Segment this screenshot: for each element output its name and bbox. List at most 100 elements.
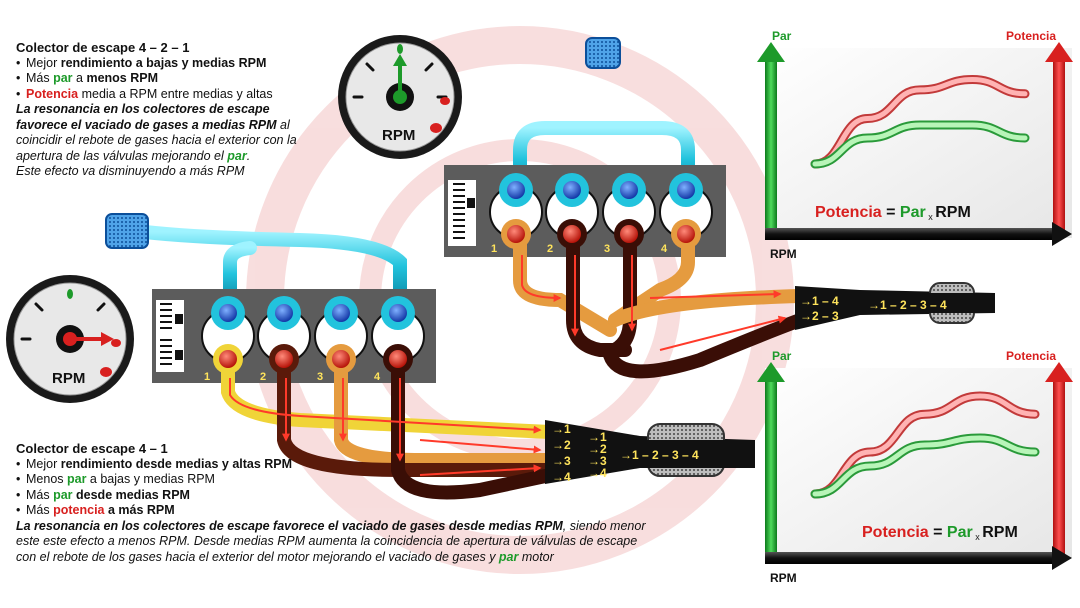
bb3-bold: desde medias RPM bbox=[72, 487, 190, 502]
bb2-rest: a bajas y medias RPM bbox=[86, 472, 215, 486]
para-bold: La resonancia en los colectores de escap… bbox=[16, 102, 277, 132]
potencia-axis-bar bbox=[1053, 58, 1065, 236]
collector-tag-2-3: →2 – 3 bbox=[800, 309, 839, 323]
chart-bot-potencia-label: Potencia bbox=[1006, 349, 1056, 363]
cyl-num-top-4: 4 bbox=[661, 243, 668, 255]
formula-eq: = bbox=[882, 204, 900, 221]
rpm-gauge-low: RPM bbox=[338, 35, 462, 159]
par-axis-bar bbox=[765, 58, 777, 236]
curve-potencia-1 bbox=[812, 76, 1028, 167]
intake-filter-top bbox=[585, 37, 621, 69]
bb2-pre: Menos bbox=[26, 472, 67, 486]
collector41-right-1: →1 bbox=[588, 430, 607, 444]
bpara-end: motor bbox=[518, 549, 554, 564]
par-axis-arrow bbox=[757, 42, 785, 62]
bullet-4-2-1-2: Más par a menos RPM bbox=[16, 71, 316, 87]
description-4-2-1: Colector de escape 4 – 2 – 1 Mejor rendi… bbox=[16, 40, 316, 180]
cyl-num-top-2: 2 bbox=[547, 243, 553, 255]
bullet-4-1-1: Mejor rendimiento desde medias y altas R… bbox=[16, 457, 656, 473]
rpm-axis-arrow bbox=[1052, 222, 1072, 246]
potencia-axis-arrow bbox=[1045, 42, 1073, 62]
paragraph-4-2-1-line2: Este efecto va disminuyendo a más RPM bbox=[16, 164, 245, 178]
collector41-left-2: →2 bbox=[552, 438, 571, 452]
chart-bot-par-label: Par bbox=[772, 349, 792, 363]
engine-4-2-1: 1 2 3 4 →1 – 4 →2 – 3 →1 – 2 – 3 – 4 bbox=[444, 37, 995, 379]
chart-top-plot bbox=[810, 74, 1030, 169]
formula-x: x bbox=[926, 212, 936, 222]
chart-par-potencia-bottom: Par Potencia RPM Potencia = Par x RPM bbox=[757, 349, 1073, 585]
para-end: . bbox=[246, 148, 251, 163]
paragraph-4-2-1: La resonancia en los colectores de escap… bbox=[16, 102, 316, 164]
para-rest: al coincidir el rebote de gases hacia el… bbox=[16, 117, 297, 163]
bb4-bold: a más RPM bbox=[104, 503, 175, 517]
rpm-gauge-high-label: RPM bbox=[52, 370, 85, 387]
bullet-4-1-2: Menos par a bajas y medias RPM bbox=[16, 472, 656, 488]
b1-pre: Mejor bbox=[26, 55, 61, 70]
bpara-rest: , siendo menor este este efecto a menos … bbox=[16, 518, 646, 564]
par-axis-arrow-2 bbox=[757, 362, 785, 382]
bpara-par: par bbox=[498, 549, 519, 564]
potencia-axis-bar-2 bbox=[1053, 378, 1065, 558]
paragraph-4-1: La resonancia en los colectores de escap… bbox=[16, 519, 656, 566]
bb3-par: par bbox=[53, 487, 73, 502]
bb2-par: par bbox=[67, 472, 87, 486]
title-4-1: Colector de escape 4 – 1 bbox=[16, 441, 168, 456]
bpara-bold: La resonancia en los colectores de escap… bbox=[16, 518, 563, 533]
b2-mid: a bbox=[72, 71, 87, 85]
bullet-4-2-1-1: Mejor rendimiento a bajas y medias RPM bbox=[16, 56, 316, 72]
chart-top-rpm-label: RPM bbox=[770, 247, 797, 261]
b2-bold: menos RPM bbox=[86, 71, 158, 85]
b3-pot: Potencia bbox=[26, 86, 79, 101]
rpm-gauge-low-label: RPM bbox=[382, 127, 415, 144]
bb1-pre: Mejor bbox=[26, 456, 61, 471]
bb1-bold: rendimiento desde medias y altas RPM bbox=[60, 456, 293, 471]
description-4-1: Colector de escape 4 – 1 Mejor rendimien… bbox=[16, 441, 656, 565]
collector-tag-1-4: →1 – 4 bbox=[800, 294, 839, 308]
title-4-2-1: Colector de escape 4 – 2 – 1 bbox=[16, 40, 190, 55]
b2-par: par bbox=[53, 71, 73, 85]
formula-par: Par bbox=[900, 204, 926, 221]
b3-rest: media a RPM entre medias y altas bbox=[78, 86, 273, 101]
chart-bot-formula: Potencia = Par x RPM bbox=[862, 524, 1018, 542]
chart-bot-plot bbox=[810, 391, 1040, 499]
cyl-num-top-1: 1 bbox=[491, 243, 497, 255]
bb4-pre: Más bbox=[26, 503, 54, 517]
formula-pot-2: Potencia bbox=[862, 524, 929, 541]
collector41-left-1: →1 bbox=[552, 422, 571, 436]
bullet-4-1-4: Más potencia a más RPM bbox=[16, 503, 656, 519]
formula-rpm-2: RPM bbox=[982, 524, 1018, 541]
formula-x-2: x bbox=[973, 532, 983, 542]
para-par: par bbox=[227, 148, 247, 163]
curve-potencia-2 bbox=[812, 393, 1038, 497]
chart-top-potencia-label: Potencia bbox=[1006, 29, 1056, 43]
rpm-axis-bar-2 bbox=[765, 552, 1055, 564]
curve-par-1 bbox=[812, 122, 1028, 167]
chart-par-potencia-top: Par Potencia RPM Potencia = Par x RPM bbox=[757, 29, 1073, 261]
collector41-right-2: →2 bbox=[588, 442, 607, 456]
collector-tag-tail-top: →1 – 2 – 3 – 4 bbox=[868, 298, 947, 312]
cyl-num-bot-1: 1 bbox=[204, 371, 210, 383]
bb4-pot: potencia bbox=[53, 503, 105, 517]
formula-par-2: Par bbox=[947, 524, 973, 541]
par-axis-bar-2 bbox=[765, 378, 777, 558]
rpm-axis-arrow-2 bbox=[1052, 546, 1072, 570]
cyl-num-bot-4: 4 bbox=[374, 371, 381, 383]
bullet-4-2-1-3: Potencia media a RPM entre medias y alta… bbox=[16, 87, 316, 103]
formula-pot: Potencia bbox=[815, 204, 882, 221]
b1-bold: rendimiento a bajas y medias RPM bbox=[60, 55, 267, 70]
bb3-pre: Más bbox=[26, 487, 54, 502]
rpm-axis-bar bbox=[765, 228, 1055, 240]
chart-top-formula: Potencia = Par x RPM bbox=[815, 204, 971, 222]
rpm-gauge-high: RPM bbox=[6, 275, 134, 403]
curve-par-2 bbox=[812, 435, 1038, 497]
formula-rpm: RPM bbox=[935, 204, 971, 221]
intake-filter-bottom bbox=[105, 213, 149, 249]
cyl-num-top-3: 3 bbox=[604, 243, 610, 255]
cyl-num-bot-3: 3 bbox=[317, 371, 323, 383]
chart-bot-rpm-label: RPM bbox=[770, 571, 797, 585]
formula-eq-2: = bbox=[929, 524, 947, 541]
potencia-axis-arrow-2 bbox=[1045, 362, 1073, 382]
collector-4-2-1: →1 – 4 →2 – 3 →1 – 2 – 3 – 4 bbox=[795, 282, 995, 330]
cyl-num-bot-2: 2 bbox=[260, 371, 266, 383]
